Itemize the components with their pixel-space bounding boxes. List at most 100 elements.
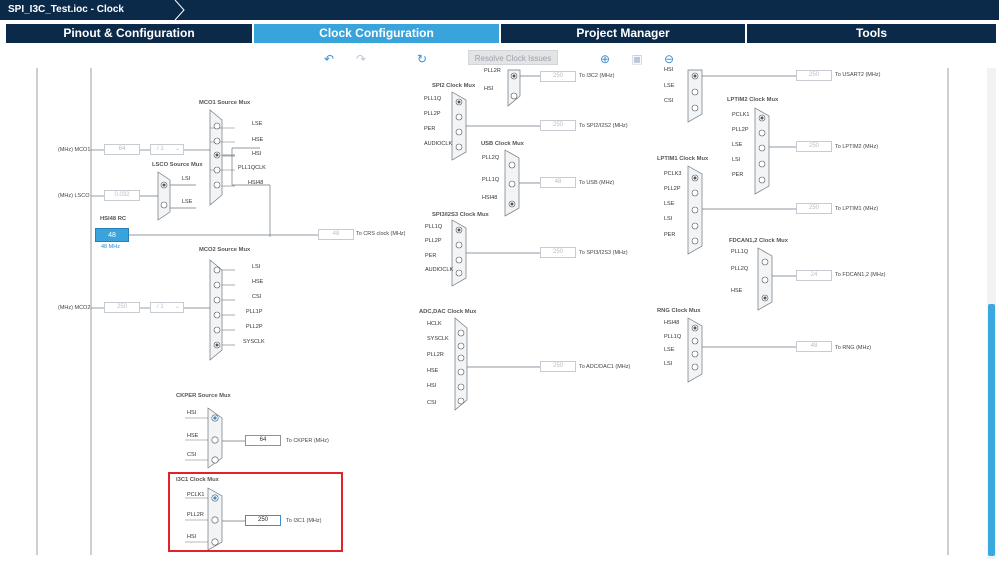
lptim2-input-pclk1: PCLK1 bbox=[732, 112, 750, 118]
spi3-input-audioclk: AUDIOCLK bbox=[425, 267, 454, 273]
lptim1-input-lse: LSE bbox=[664, 201, 675, 207]
adc-input-hsi: HSI bbox=[427, 383, 437, 389]
usb-mux-title: USB Clock Mux bbox=[481, 141, 524, 147]
mco2-value[interactable]: 250 bbox=[104, 302, 140, 313]
i3c1-input-pclk1: PCLK1 bbox=[187, 492, 205, 498]
tab-pinout-configuration[interactable]: Pinout & Configuration bbox=[6, 24, 254, 43]
lptim1-label: To LPTIM1 (MHz) bbox=[835, 206, 879, 212]
rng-input-hsi48: HSI48 bbox=[664, 320, 680, 326]
spi2-value[interactable]: 250 bbox=[540, 120, 576, 131]
usb-value[interactable]: 48 bbox=[540, 177, 576, 188]
fdcan-mux-title: FDCAN1,2 Clock Mux bbox=[729, 238, 788, 244]
usart2-input-hsi: HSI bbox=[664, 67, 674, 73]
zoom-in-icon[interactable]: ⊕ bbox=[599, 52, 611, 66]
fdcan-input-pll2q: PLL2Q bbox=[731, 266, 749, 272]
lptim1-value[interactable]: 250 bbox=[796, 203, 832, 214]
lptim2-label: To LPTIM2 (MHz) bbox=[835, 144, 879, 150]
mco2-input-hse: HSE bbox=[252, 279, 264, 285]
lptim2-input-lse: LSE bbox=[732, 142, 743, 148]
fdcan-label: To FDCAN1,2 (MHz) bbox=[835, 272, 886, 278]
tab-tools[interactable]: Tools bbox=[747, 24, 996, 43]
lptim1-input-per: PER bbox=[664, 232, 676, 238]
hsi48-value[interactable]: 48 bbox=[95, 228, 129, 242]
fit-icon[interactable]: ▣ bbox=[631, 52, 643, 66]
resolve-clock-issues-button[interactable]: Resolve Clock Issues bbox=[468, 50, 558, 65]
usart2-value[interactable]: 250 bbox=[796, 70, 832, 81]
window-title: SPI_I3C_Test.ioc - Clock Configuration bbox=[0, 0, 180, 35]
main-tabs: Pinout & Configuration Clock Configurati… bbox=[6, 24, 996, 43]
i3c2-input-hsi: HSI bbox=[484, 86, 494, 92]
tab-project-manager[interactable]: Project Manager bbox=[501, 24, 747, 43]
mco1-divider-value: / 1 bbox=[157, 146, 164, 152]
crs-clock-value[interactable]: 48 bbox=[318, 229, 354, 240]
mco1-value[interactable]: 64 bbox=[104, 144, 140, 155]
spi3-input-pll1q: PLL1Q bbox=[425, 224, 443, 230]
usb-input-hsi48: HSI48 bbox=[482, 195, 498, 201]
ckper-input-hsi: HSI bbox=[187, 410, 197, 416]
adc-input-pll2r: PLL2R bbox=[427, 352, 444, 358]
adc-input-hclk: HCLK bbox=[427, 321, 442, 327]
mco2-divider[interactable]: / 1 ⌄ bbox=[150, 302, 184, 313]
scrollbar-thumb[interactable] bbox=[988, 304, 995, 556]
fdcan-value[interactable]: 24 bbox=[796, 270, 832, 281]
usart2-label: To USART2 (MHz) bbox=[835, 72, 881, 78]
breadcrumb-arrow-icon bbox=[174, 0, 185, 20]
lsco-value[interactable]: 0.032 bbox=[104, 190, 140, 201]
lsco-input-lsi: LSI bbox=[182, 176, 191, 182]
title-bar: SPI_I3C_Test.ioc - Clock Configuration bbox=[0, 0, 999, 35]
i3c2-value[interactable]: 250 bbox=[540, 71, 576, 82]
lptim1-input-pll2p: PLL2P bbox=[664, 186, 681, 192]
mco2-input-sysclk: SYSCLK bbox=[243, 339, 265, 345]
mco2-mux-title: MCO2 Source Mux bbox=[199, 247, 251, 253]
lptim2-mux-title: LPTIM2 Clock Mux bbox=[727, 97, 779, 103]
ckper-mux-title: CKPER Source Mux bbox=[176, 393, 231, 399]
refresh-icon[interactable]: ↻ bbox=[416, 52, 428, 66]
mco2-divider-value: / 1 bbox=[157, 304, 164, 310]
i3c1-selection-highlight bbox=[168, 472, 343, 552]
mco1-input-pll1qclk: PLL1QCLK bbox=[238, 165, 266, 171]
mco2-output-label: (MHz) MCO2 bbox=[58, 305, 91, 311]
usart2-input-csi: CSI bbox=[664, 98, 674, 104]
ckper-value[interactable]: 64 bbox=[245, 435, 281, 446]
mco1-mux-title: MCO1 Source Mux bbox=[199, 100, 251, 106]
rng-mux-title: RNG Clock Mux bbox=[657, 308, 701, 314]
adc-input-csi: CSI bbox=[427, 400, 437, 406]
i3c1-input-pll2r: PLL2R bbox=[187, 512, 204, 518]
undo-icon[interactable]: ↶ bbox=[323, 52, 335, 66]
i3c1-value[interactable]: 250 bbox=[245, 515, 281, 526]
ckper-label: To CKPER (MHz) bbox=[286, 438, 329, 444]
tab-clock-configuration[interactable]: Clock Configuration bbox=[254, 24, 501, 43]
mco2-input-lsi: LSI bbox=[252, 264, 261, 270]
lptim1-input-pclk3: PCLK3 bbox=[664, 171, 682, 177]
ckper-input-csi: CSI bbox=[187, 452, 197, 458]
fdcan-input-hse: HSE bbox=[731, 288, 743, 294]
lptim2-input-pll2p: PLL2P bbox=[732, 127, 749, 133]
redo-icon[interactable]: ↷ bbox=[355, 52, 367, 66]
chevron-down-icon: ⌄ bbox=[174, 304, 180, 310]
lsco-input-lse: LSE bbox=[182, 199, 193, 205]
i3c1-mux-title: I3C1 Clock Mux bbox=[176, 477, 219, 483]
mco1-divider[interactable]: / 1⌄ bbox=[150, 144, 184, 155]
mco2-input-pll1p: PLL1P bbox=[246, 309, 263, 315]
fdcan-input-pll1q: PLL1Q bbox=[731, 249, 749, 255]
rng-value[interactable]: 48 bbox=[796, 341, 832, 352]
mco1-input-lse: LSE bbox=[252, 121, 263, 127]
mco2-input-pll2p: PLL2P bbox=[246, 324, 263, 330]
spi2-input-pll1q: PLL1Q bbox=[424, 96, 442, 102]
spi3-value[interactable]: 250 bbox=[540, 247, 576, 258]
i3c1-label: To I3C1 (MHz) bbox=[286, 518, 322, 524]
mco2-input-csi: CSI bbox=[252, 294, 262, 300]
spi3-input-per: PER bbox=[425, 253, 437, 259]
clock-diagram bbox=[36, 68, 949, 555]
zoom-out-icon[interactable]: ⊖ bbox=[663, 52, 675, 66]
lptim2-input-lsi: LSI bbox=[732, 157, 741, 163]
lptim2-value[interactable]: 250 bbox=[796, 141, 832, 152]
spi3-label: To SPI3/I2S3 (MHz) bbox=[579, 250, 628, 256]
spi2-label: To SPI2/I2S2 (MHz) bbox=[579, 123, 628, 129]
lsco-mux-title: LSCO Source Mux bbox=[152, 162, 203, 168]
usb-input-pll1q: PLL1Q bbox=[482, 177, 500, 183]
adc-input-hse: HSE bbox=[427, 368, 439, 374]
adc-value[interactable]: 250 bbox=[540, 361, 576, 372]
spi2-input-audioclk: AUDIOCLK bbox=[424, 141, 453, 147]
lptim1-input-lsi: LSI bbox=[664, 216, 673, 222]
